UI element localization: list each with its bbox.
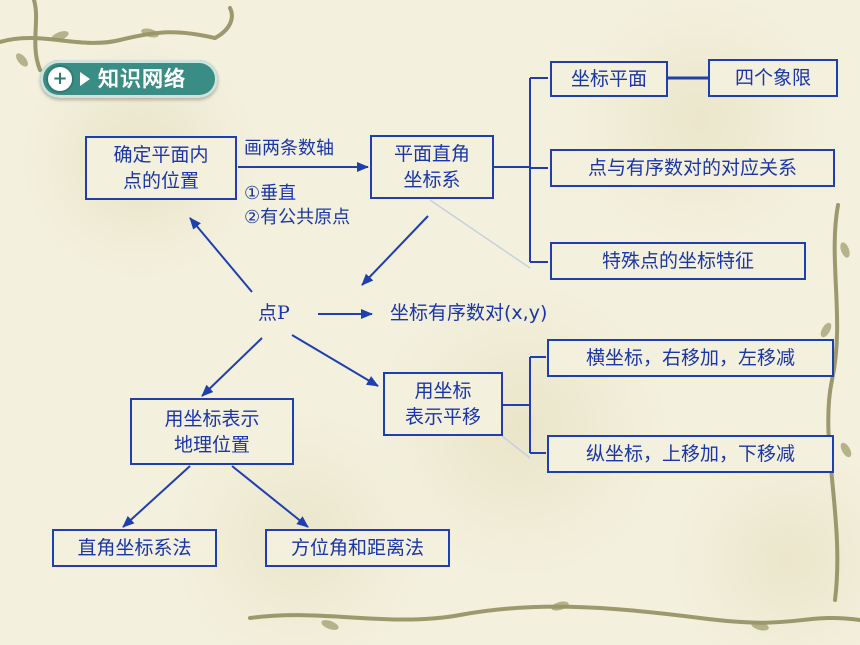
node-coordinate-plane: 坐标平面 [550, 61, 668, 97]
node-point-pair-correspondence: 点与有序数对的对应关系 [550, 149, 835, 187]
zoom-in-icon: + [46, 65, 74, 93]
node-translation-line2: 表示平移 [404, 406, 481, 428]
node-correspondence-label: 点与有序数对的对应关系 [587, 157, 797, 179]
node-horizontal-rule-label: 横坐标，右移加，左移减 [585, 347, 795, 369]
node-determine-position-line2: 点的位置 [122, 170, 199, 192]
node-vertical-rule: 纵坐标，上移加，下移减 [547, 435, 834, 473]
node-determine-position: 确定平面内 点的位置 [85, 136, 237, 200]
node-coordinate-plane-label: 坐标平面 [570, 68, 647, 90]
node-translation: 用坐标 表示平移 [383, 372, 503, 436]
section-badge: + 知识网络 [40, 60, 218, 98]
node-point-p: 点P [258, 302, 290, 324]
node-bearing-method-label: 方位角和距离法 [290, 537, 424, 559]
label-perpendicular: ①垂直 [244, 183, 297, 204]
section-title: 知识网络 [98, 67, 186, 91]
node-geography-line2: 地理位置 [173, 433, 250, 456]
node-bearing-method: 方位角和距离法 [265, 529, 450, 567]
node-four-quadrants: 四个象限 [708, 59, 838, 97]
edge-p-to-translation [291, 334, 379, 387]
node-geography: 用坐标表示 地理位置 [130, 398, 294, 465]
label-draw-axes: 画两条数轴 [244, 138, 334, 159]
edge-geo-to-rect [122, 465, 191, 528]
node-rect-method: 直角坐标系法 [52, 529, 217, 567]
node-cartesian-system: 平面直角 坐标系 [370, 135, 494, 199]
node-geography-line1: 用坐标表示 [164, 407, 260, 430]
node-cartesian-line2: 坐标系 [403, 169, 461, 191]
node-rect-method-label: 直角坐标系法 [77, 537, 192, 559]
node-special-points: 特殊点的坐标特征 [550, 242, 806, 280]
label-common-origin: ②有公共原点 [244, 207, 351, 228]
node-translation-line1: 用坐标 [414, 380, 472, 402]
node-ordered-pair: 坐标有序数对(x,y) [390, 302, 548, 324]
edge-cartesian-to-p [361, 215, 429, 286]
node-cartesian-line1: 平面直角 [393, 143, 470, 165]
edge-p-to-geography [201, 337, 263, 397]
edge-p-to-determine [189, 217, 253, 293]
edge-geo-to-bearing [231, 465, 309, 528]
node-vertical-rule-label: 纵坐标，上移加，下移减 [585, 443, 795, 465]
node-determine-position-line1: 确定平面内 [113, 144, 209, 166]
node-horizontal-rule: 横坐标，右移加，左移减 [547, 339, 834, 377]
node-four-quadrants-label: 四个象限 [734, 67, 811, 89]
play-arrow-icon [80, 72, 90, 86]
node-special-points-label: 特殊点的坐标特征 [601, 250, 754, 272]
